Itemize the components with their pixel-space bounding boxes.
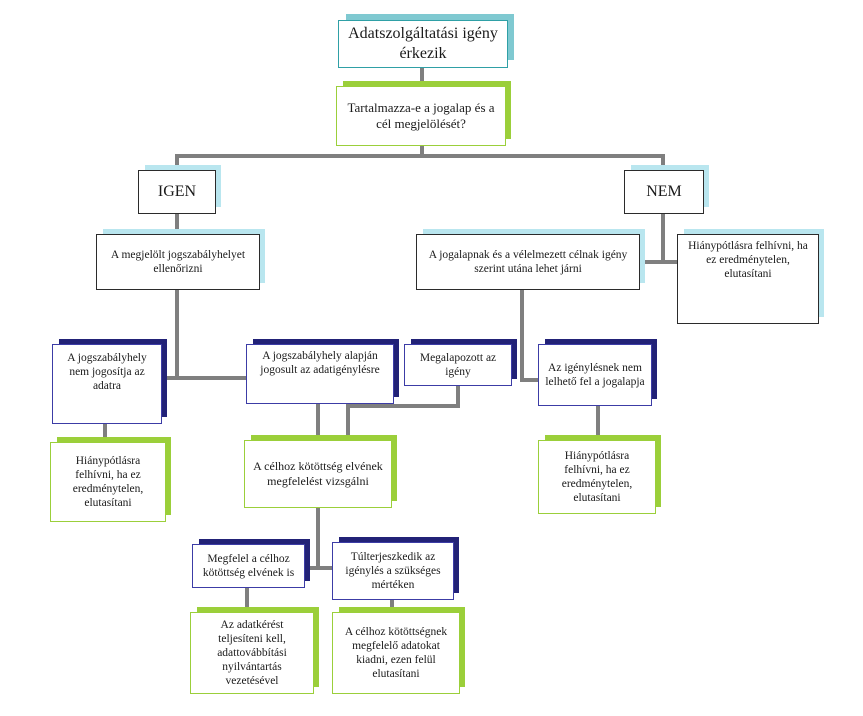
- nem-node-text: NEM: [646, 183, 682, 201]
- left-missing-node: Hiánypótlásra felhívni, ha ez eredményte…: [50, 442, 166, 522]
- not-entitled-node: A jogszabályhely nem jogosítja az adatra: [52, 344, 162, 424]
- question-node: Tartalmazza-e a jogalap és a cél megjelö…: [336, 86, 506, 146]
- purpose-check-node: A célhoz kötöttség elvének megfelelést v…: [244, 440, 392, 508]
- exceeds-node: Túlterjeszkedik az igénylés a szükséges …: [332, 542, 454, 600]
- check-legal-node-text: A megjelölt jogszabályhelyet ellenőrizni: [110, 248, 246, 275]
- entitled-node: A jogszabályhely alapján jogosult az ada…: [246, 344, 394, 404]
- partial-node: A célhoz kötöttségnek megfelelő adatokat…: [332, 612, 460, 694]
- fulfill-node: Az adatkérést teljesíteni kell, adattová…: [190, 612, 314, 694]
- partial-node-text: A célhoz kötöttségnek megfelelő adatokat…: [344, 625, 448, 681]
- igen-node: IGEN: [138, 170, 216, 214]
- founded-node-text: Megalapozott az igény: [419, 351, 497, 378]
- right-missing-node: Hiánypótlásra felhívni, ha ez eredményte…: [538, 440, 656, 514]
- entitled-node-text: A jogszabályhely alapján jogosult az ada…: [260, 350, 380, 377]
- check-legal-node: A megjelölt jogszabályhelyet ellenőrizni: [96, 234, 260, 290]
- complies-node: Megfelel a célhoz kötöttség elvének is: [192, 544, 305, 588]
- question-node-text: Tartalmazza-e a jogalap és a cél megjelö…: [347, 100, 495, 131]
- fulfill-node-text: Az adatkérést teljesíteni kell, adattová…: [217, 618, 287, 688]
- no-basis-node-text: Az igénylésnek nem lelhető fel a jogalap…: [545, 361, 645, 388]
- nem-node: NEM: [624, 170, 704, 214]
- investigate-node: A jogalapnak és a vélelmezett célnak igé…: [416, 234, 640, 290]
- start-node-text: Adatszolgáltatási igény érkezik: [348, 25, 498, 62]
- not-entitled-node-text: A jogszabályhely nem jogosítja az adatra: [67, 352, 147, 393]
- nem-missing-node: Hiánypótlásra felhívni, ha ez eredményte…: [677, 234, 819, 324]
- complies-node-text: Megfelel a célhoz kötöttség elvének is: [202, 552, 295, 579]
- investigate-node-text: A jogalapnak és a vélelmezett célnak igé…: [428, 248, 628, 275]
- no-basis-node: Az igénylésnek nem lelhető fel a jogalap…: [538, 344, 652, 406]
- right-missing-node-text: Hiánypótlásra felhívni, ha ez eredményte…: [561, 449, 633, 505]
- left-missing-node-text: Hiánypótlásra felhívni, ha ez eredményte…: [72, 454, 144, 510]
- purpose-check-node-text: A célhoz kötöttség elvének megfelelést v…: [253, 459, 383, 488]
- igen-node-text: IGEN: [157, 183, 197, 201]
- start-node: Adatszolgáltatási igény érkezik: [338, 20, 508, 68]
- founded-node: Megalapozott az igény: [404, 344, 512, 386]
- exceeds-node-text: Túlterjeszkedik az igénylés a szükséges …: [345, 550, 441, 591]
- nem-missing-node-text: Hiánypótlásra felhívni, ha ez eredményte…: [688, 240, 808, 281]
